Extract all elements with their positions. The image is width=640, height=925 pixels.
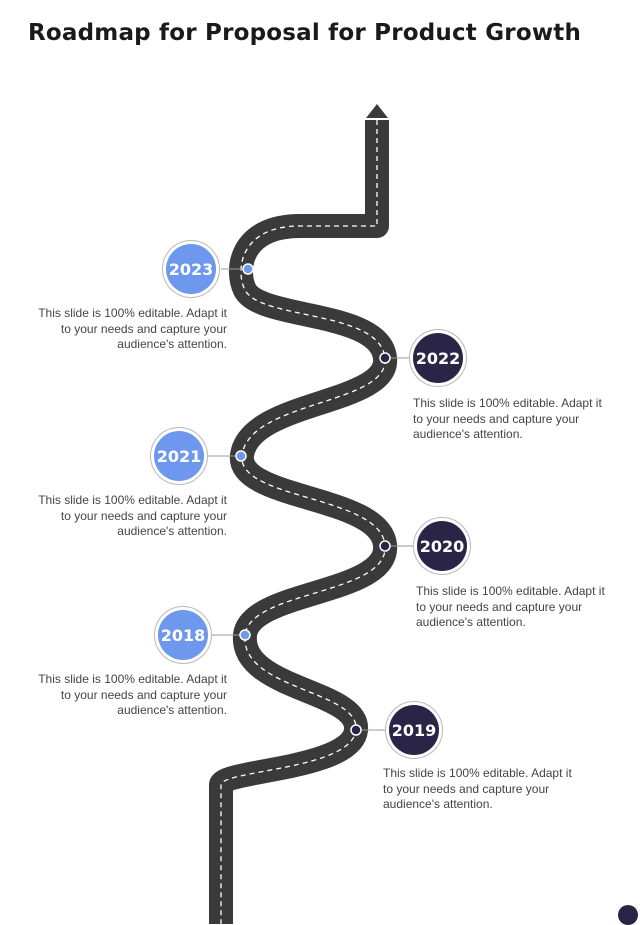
year-badge-2023: 2023	[166, 244, 216, 294]
milestone-text-2021: This slide is 100% editable. Adapt it to…	[38, 493, 227, 538]
road-surface	[209, 120, 397, 924]
year-badge-2020: 2020	[417, 521, 467, 571]
milestone-text-2022: This slide is 100% editable. Adapt it to…	[413, 396, 602, 441]
year-badge-2021: 2021	[154, 431, 204, 481]
milestone-text-2018: This slide is 100% editable. Adapt it to…	[38, 672, 227, 717]
milestone-text-2023: This slide is 100% editable. Adapt it to…	[38, 306, 227, 351]
marker-2023	[242, 263, 254, 275]
year-badge-2018: 2018	[158, 610, 208, 660]
road-center-line	[220, 120, 386, 924]
marker-2020	[379, 540, 391, 552]
page-title: Roadmap for Proposal for Product Growth	[28, 20, 582, 46]
year-badge-2019: 2019	[389, 705, 439, 755]
milestone-text-2019: This slide is 100% editable. Adapt it to…	[383, 766, 572, 811]
year-badge-2022: 2022	[413, 333, 463, 383]
road-arrow-tip	[366, 104, 388, 118]
marker-2018	[239, 629, 251, 641]
marker-2019	[350, 724, 362, 736]
milestone-text-2020: This slide is 100% editable. Adapt it to…	[416, 584, 605, 629]
marker-2021	[235, 450, 247, 462]
corner-decoration-dot	[618, 905, 638, 925]
marker-2022	[379, 352, 391, 364]
